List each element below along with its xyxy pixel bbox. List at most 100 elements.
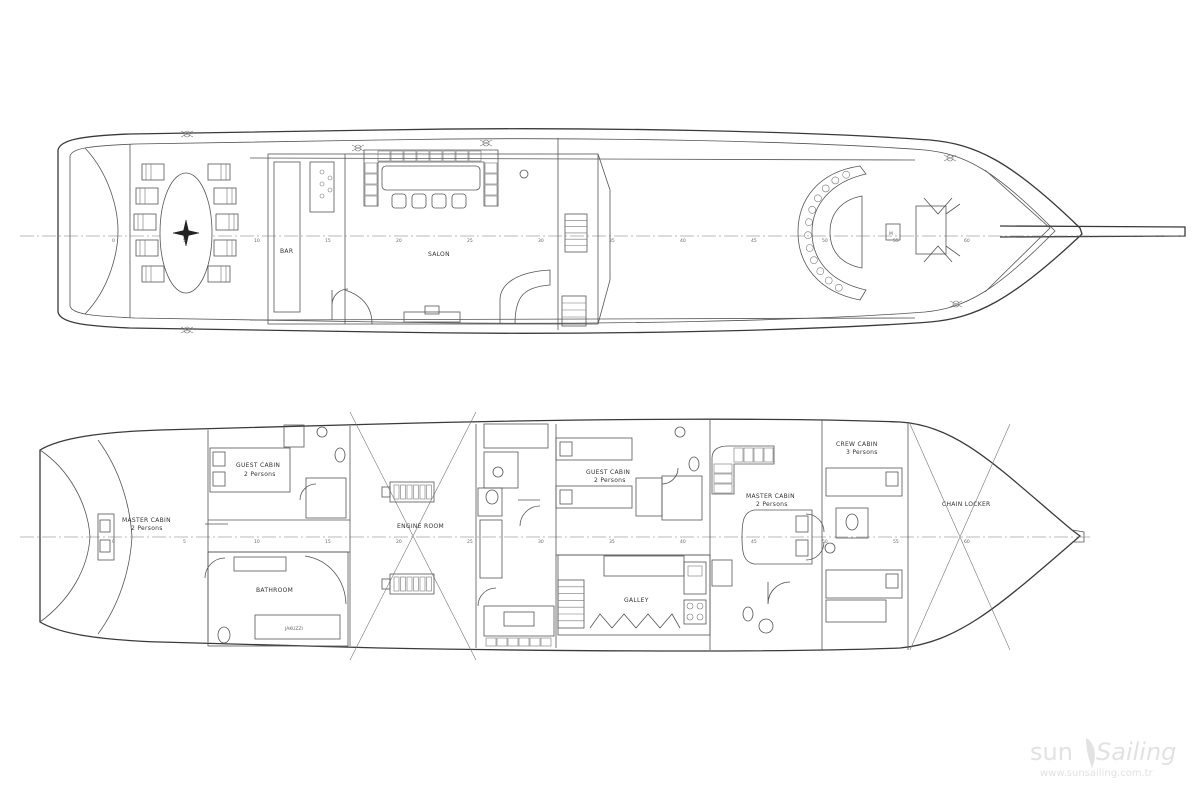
station-number: 55 bbox=[893, 238, 899, 244]
crew-cabin-persons: 3 Persons bbox=[846, 449, 878, 456]
plant-icon bbox=[949, 300, 963, 308]
galley-upper-cabinets bbox=[603, 555, 685, 577]
bar-stool bbox=[327, 187, 333, 193]
forward-sunbed-inner bbox=[829, 195, 863, 269]
aft-master-bed bbox=[97, 513, 115, 561]
salon-chair bbox=[411, 193, 427, 209]
bathroom-outline bbox=[207, 551, 349, 647]
door-arc bbox=[518, 499, 541, 527]
engine-icon bbox=[381, 481, 435, 503]
guest-cabin-mid-berth-2 bbox=[555, 485, 633, 509]
pillow bbox=[795, 515, 809, 533]
station-number: 35 bbox=[609, 539, 615, 545]
cushion bbox=[484, 173, 498, 185]
plant-icon bbox=[943, 154, 957, 162]
bar-counter bbox=[273, 161, 301, 313]
cushion bbox=[518, 637, 530, 647]
door-arc bbox=[204, 523, 228, 579]
engine-room-cross-bracing bbox=[349, 411, 477, 661]
station-number: 35 bbox=[609, 238, 615, 244]
station-number: 30 bbox=[538, 238, 544, 244]
cushion bbox=[540, 637, 552, 647]
pillow bbox=[885, 471, 899, 487]
cushion bbox=[416, 150, 430, 162]
station-number: 15 bbox=[325, 238, 331, 244]
bathroom-vanity bbox=[233, 556, 287, 572]
plant-icon bbox=[180, 326, 194, 334]
toilet-icon bbox=[688, 456, 700, 472]
station-number: 50 bbox=[822, 539, 828, 545]
sink-icon bbox=[758, 618, 774, 634]
burner-icon bbox=[686, 613, 694, 621]
crew-berth-3 bbox=[825, 599, 887, 623]
chair-seat bbox=[215, 213, 239, 231]
sunbed-cushion bbox=[814, 194, 822, 203]
station-number: 40 bbox=[680, 539, 686, 545]
station-number: 40 bbox=[680, 238, 686, 244]
watermark: sun Sailing www.sunsailing.com.tr bbox=[1030, 738, 1176, 779]
station-number: 25 bbox=[467, 238, 473, 244]
chair-seat bbox=[213, 239, 237, 257]
sunbed-cushion bbox=[805, 218, 813, 226]
cushion bbox=[429, 150, 443, 162]
guest-cabin-aft-label: GUEST CABIN bbox=[236, 462, 280, 469]
galley-stove bbox=[683, 599, 707, 625]
top-deck-bowsprit bbox=[999, 225, 1186, 238]
windlass-detail bbox=[923, 197, 961, 263]
bar-stool bbox=[319, 181, 325, 187]
galley-stairs bbox=[557, 579, 585, 629]
salon-chair bbox=[431, 193, 447, 209]
plant-icon bbox=[479, 139, 493, 147]
top-deck-inner-bulwark bbox=[69, 138, 1056, 324]
salon-stair-curve bbox=[344, 289, 373, 325]
salon-console bbox=[403, 311, 461, 323]
lower-deck: MASTER CABIN 2 Persons GUEST CABIN 2 Per… bbox=[20, 411, 1090, 661]
cushion bbox=[364, 173, 378, 185]
station-number: 20 bbox=[396, 539, 402, 545]
chair-seat bbox=[135, 239, 159, 257]
station-number: 10 bbox=[254, 539, 260, 545]
deck-chair bbox=[135, 187, 159, 205]
station-number: 45 bbox=[751, 539, 757, 545]
crew-berth-2 bbox=[825, 569, 903, 599]
burner-icon bbox=[696, 602, 704, 610]
cushion bbox=[390, 150, 404, 162]
mid-berth-cushion bbox=[503, 611, 535, 627]
engine-cylinder bbox=[419, 484, 426, 500]
pillow bbox=[559, 441, 573, 457]
engine-room-label: ENGINE ROOM bbox=[397, 523, 444, 530]
engine-cylinder bbox=[400, 576, 406, 592]
master-cabin-aft-persons: 2 Persons bbox=[131, 525, 163, 532]
cushion bbox=[485, 637, 497, 647]
galley-counter-lower bbox=[589, 613, 681, 629]
deck-rail-port bbox=[249, 157, 916, 161]
sink-icon bbox=[824, 542, 836, 554]
mid-single-berth bbox=[483, 423, 549, 449]
top-deck-bow-detail bbox=[984, 169, 1051, 293]
cushion bbox=[364, 184, 378, 196]
engine-cylinder bbox=[400, 484, 406, 500]
engine-cylinder bbox=[413, 576, 419, 592]
bathroom-shower-arc bbox=[304, 555, 347, 605]
galley-outline bbox=[557, 554, 711, 636]
windlass bbox=[915, 205, 947, 255]
aft-chairs-left bbox=[133, 163, 165, 283]
crew-cabin-label: CREW CABIN bbox=[836, 441, 878, 448]
forward-sunbed bbox=[797, 165, 867, 301]
cushion bbox=[468, 150, 482, 162]
sunbed-cushion bbox=[824, 276, 833, 285]
deck-chair bbox=[213, 187, 237, 205]
fwd-wardrobe bbox=[661, 475, 703, 521]
engine-gearbox bbox=[381, 578, 391, 590]
chain-locker-cross-bracing bbox=[909, 423, 1011, 651]
watermark-url: www.sunsailing.com.tr bbox=[1040, 768, 1154, 779]
deckhouse-forward-wall bbox=[557, 138, 611, 330]
aft-chairs-right bbox=[207, 163, 239, 283]
top-deck-hull-outline bbox=[57, 128, 1083, 334]
cushion bbox=[713, 483, 733, 494]
door-arc bbox=[767, 581, 791, 605]
chair-seat bbox=[213, 187, 237, 205]
chain-locker-label: CHAIN LOCKER bbox=[942, 501, 991, 508]
watermark-brand-right: Sailing bbox=[1096, 738, 1176, 766]
pillow bbox=[559, 489, 573, 505]
